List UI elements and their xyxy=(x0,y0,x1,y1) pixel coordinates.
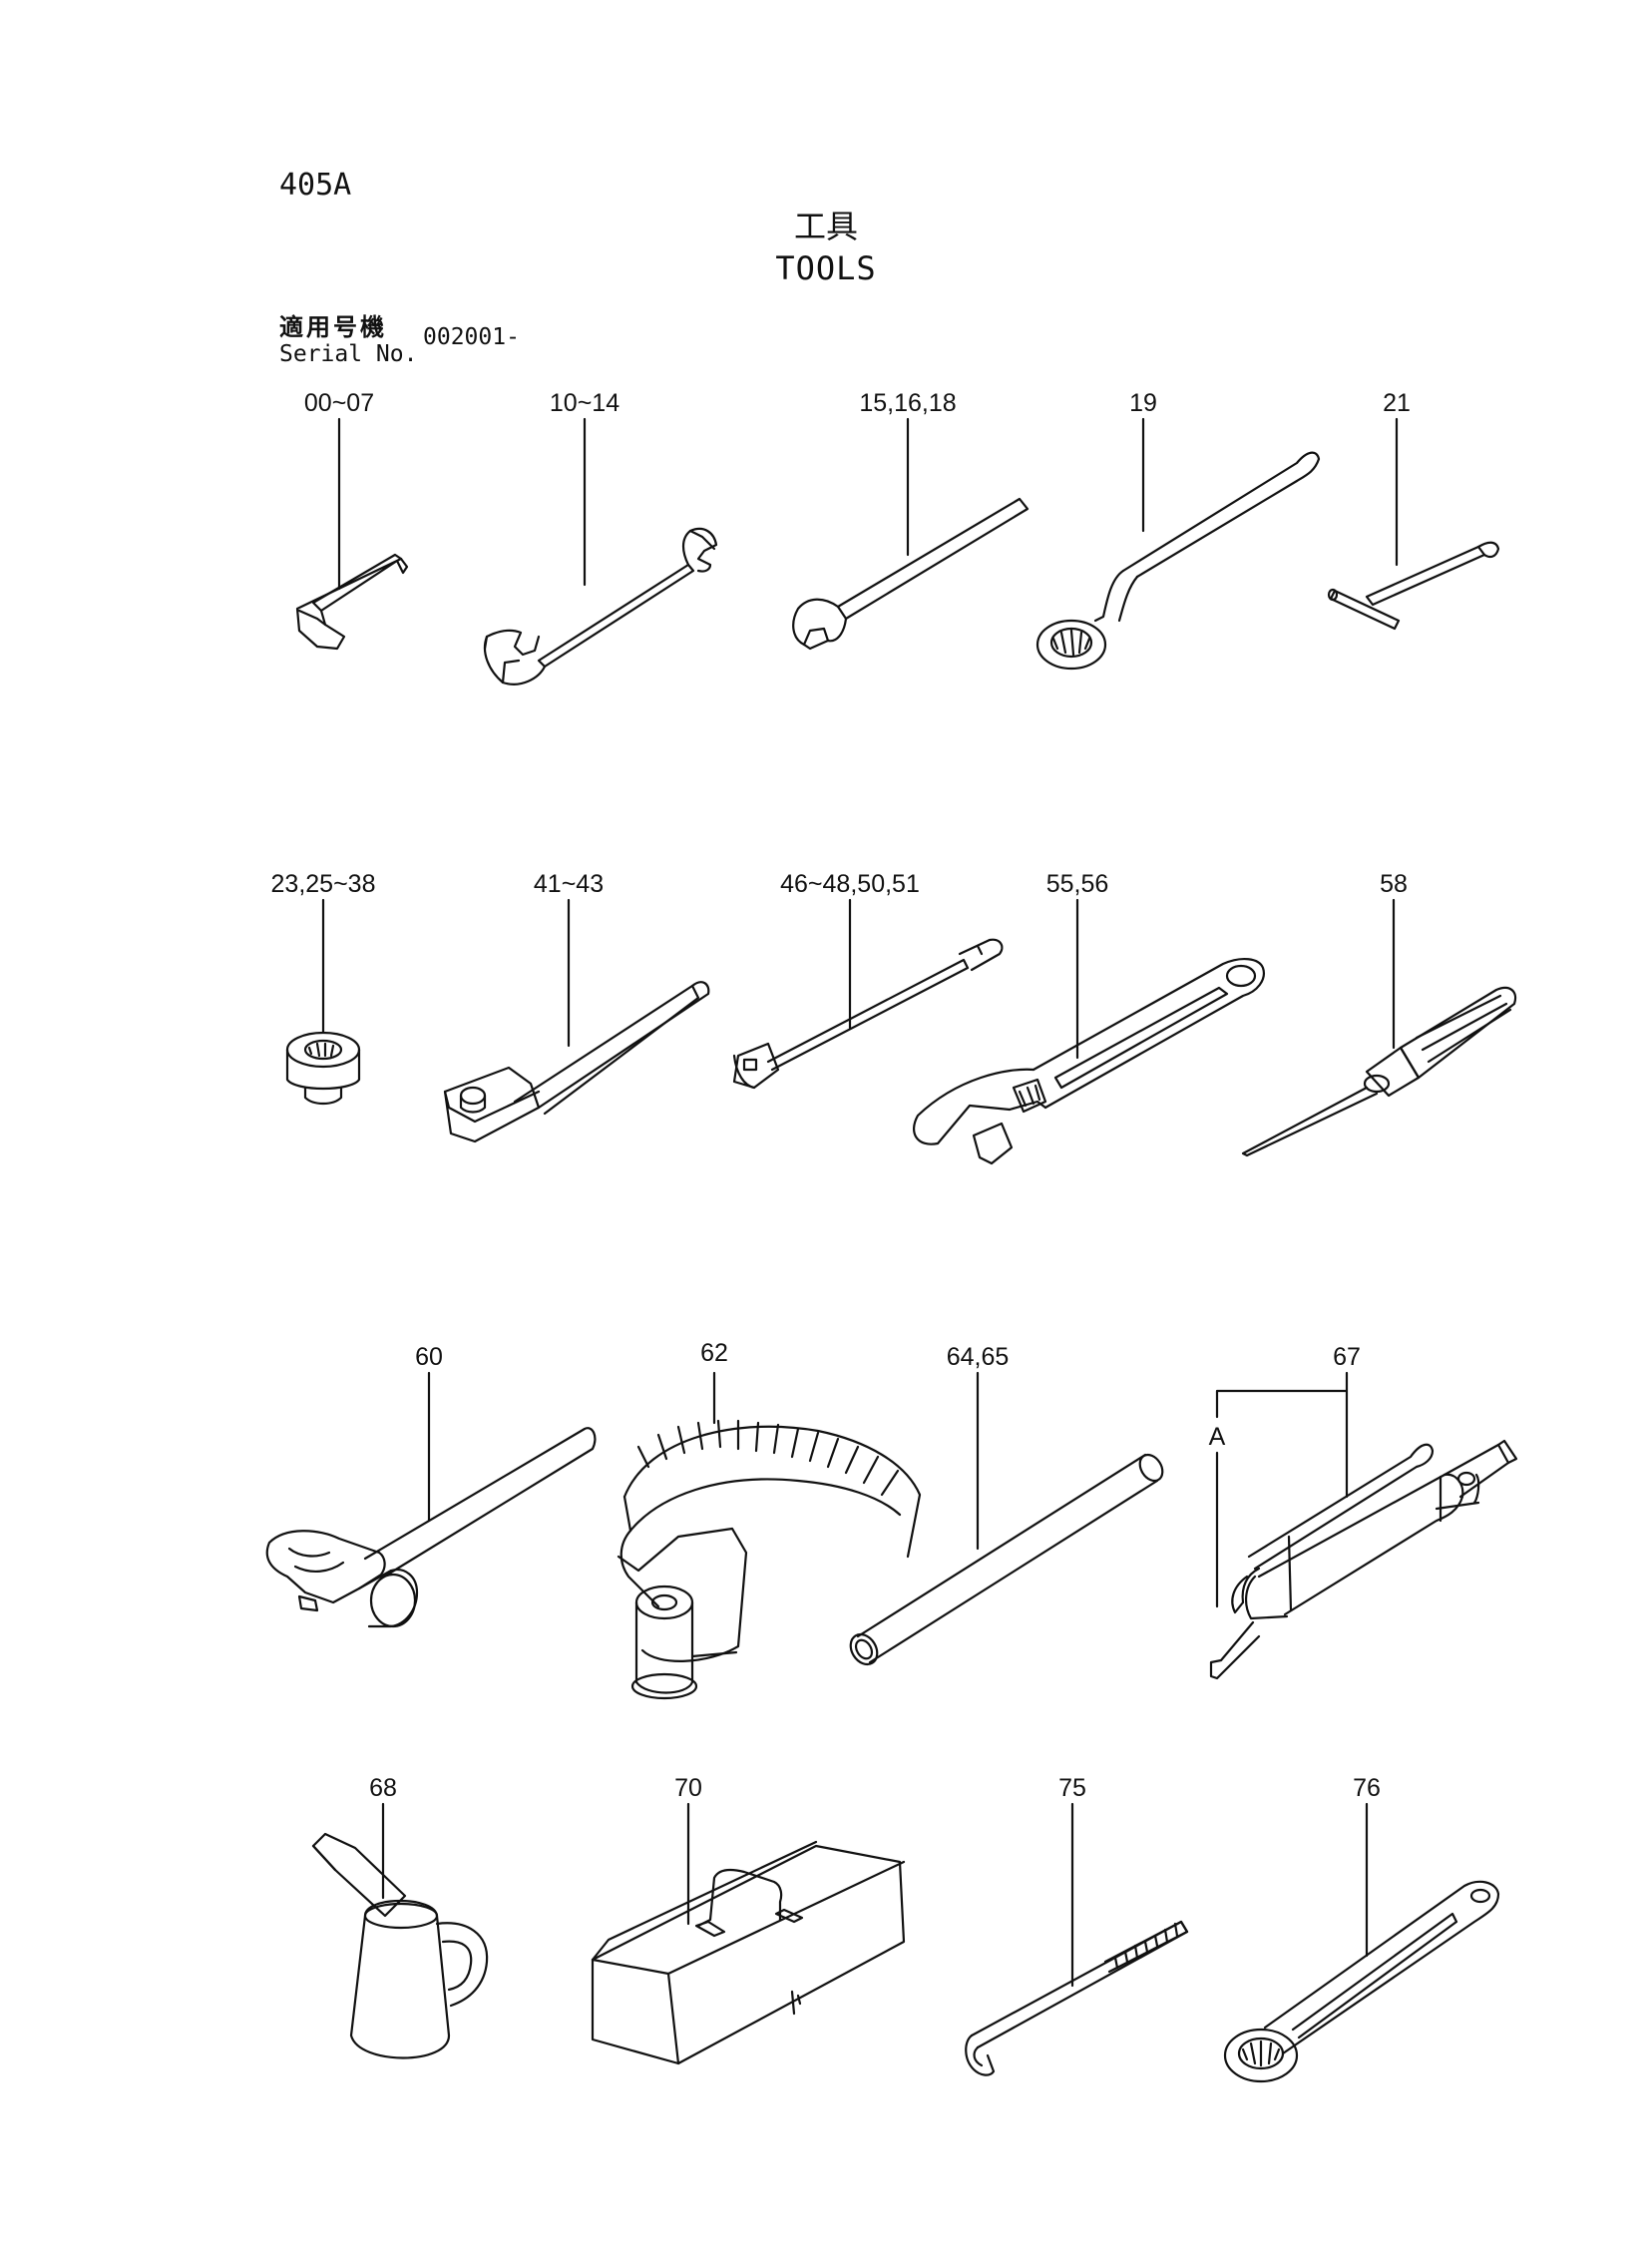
callout-label: 75 xyxy=(1058,1774,1086,1802)
callout-label-a: A xyxy=(1209,1423,1226,1451)
extension-bar-icon xyxy=(732,898,1004,1090)
single-open-wrench-icon xyxy=(792,417,1030,651)
oil-can-icon xyxy=(311,1802,489,2059)
callout-label: 76 xyxy=(1353,1774,1381,1802)
adjustable-wrench-icon xyxy=(912,898,1265,1165)
tool-box-icon xyxy=(591,1802,906,2065)
title-japanese: 工具 xyxy=(793,208,858,245)
filter-wrench-icon xyxy=(617,1371,922,1700)
callout-label: 58 xyxy=(1380,870,1408,898)
callout-label: 68 xyxy=(369,1774,397,1802)
callout-label: 62 xyxy=(700,1339,728,1367)
ratchet-handle-icon xyxy=(443,898,710,1143)
callout-label: 19 xyxy=(1129,389,1157,417)
grease-gun-icon xyxy=(1209,1371,1518,1680)
callout-label: 70 xyxy=(674,1774,702,1802)
ring-wrench-icon xyxy=(1223,1802,1500,2083)
callout-label: 55,56 xyxy=(1046,870,1109,898)
callout-label: 67 xyxy=(1333,1343,1361,1371)
t-handle-socket-wrench-icon xyxy=(1327,417,1500,631)
callout-label: 23,25~38 xyxy=(271,870,376,898)
page-number: 405A xyxy=(279,168,352,203)
serial-label-japanese: 適用号機 xyxy=(279,313,387,341)
serial-label-english: Serial No. xyxy=(279,341,418,367)
title-english: TOOLS xyxy=(775,249,877,287)
hammer-icon xyxy=(265,1371,597,1628)
offset-ring-wrench-icon xyxy=(1035,417,1321,671)
callout-label: 21 xyxy=(1383,389,1411,417)
callout-label: 00~07 xyxy=(304,389,374,417)
double-open-wrench-icon xyxy=(483,417,718,685)
serial-number-value: 002001- xyxy=(423,324,520,350)
callout-label: 41~43 xyxy=(534,870,604,898)
callout-label: 15,16,18 xyxy=(859,389,956,417)
callout-label: 46~48,50,51 xyxy=(780,870,920,898)
callout-label: 64,65 xyxy=(947,1343,1010,1371)
callout-label: 60 xyxy=(415,1343,443,1371)
callout-label: 10~14 xyxy=(550,389,620,417)
socket-icon xyxy=(285,898,361,1106)
pipe-icon xyxy=(849,1371,1164,1666)
bent-rod-icon xyxy=(965,1802,1189,2076)
screwdriver-icon xyxy=(1241,898,1517,1157)
hex-key-icon xyxy=(295,417,409,651)
